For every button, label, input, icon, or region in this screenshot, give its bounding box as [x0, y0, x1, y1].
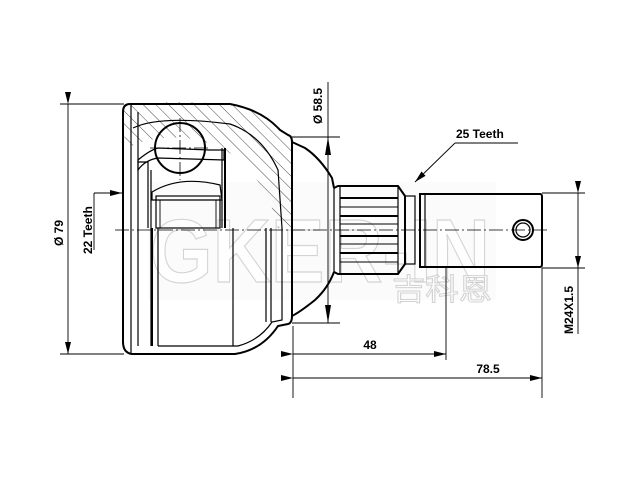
watermark-latin: GKER-IN	[150, 202, 490, 302]
dim-thread: M24X1.5	[542, 181, 585, 334]
svg-text:48: 48	[363, 338, 377, 352]
dim-outer-spline: 25 Teeth	[414, 127, 518, 183]
watermark: GKER-IN 吉科恩	[148, 182, 496, 309]
dim-outer-diameter: Ø 79	[52, 92, 124, 355]
svg-text:Ø 79: Ø 79	[52, 220, 66, 246]
svg-text:M24X1.5: M24X1.5	[562, 286, 576, 334]
dim-bell-diameter: Ø 58.5	[292, 82, 340, 324]
dim-spline-length: 48	[281, 266, 447, 398]
svg-text:25 Teeth: 25 Teeth	[456, 127, 504, 141]
bell-housing	[122, 102, 293, 355]
svg-text:78.5: 78.5	[476, 362, 500, 376]
svg-text:Ø 58.5: Ø 58.5	[311, 88, 325, 124]
dim-inner-spline: 22 Teeth	[81, 190, 122, 254]
dim-total-length: 78.5	[281, 268, 543, 398]
svg-text:22 Teeth: 22 Teeth	[81, 206, 95, 254]
watermark-chinese: 吉科恩	[392, 273, 492, 308]
spline-teeth	[340, 197, 398, 263]
